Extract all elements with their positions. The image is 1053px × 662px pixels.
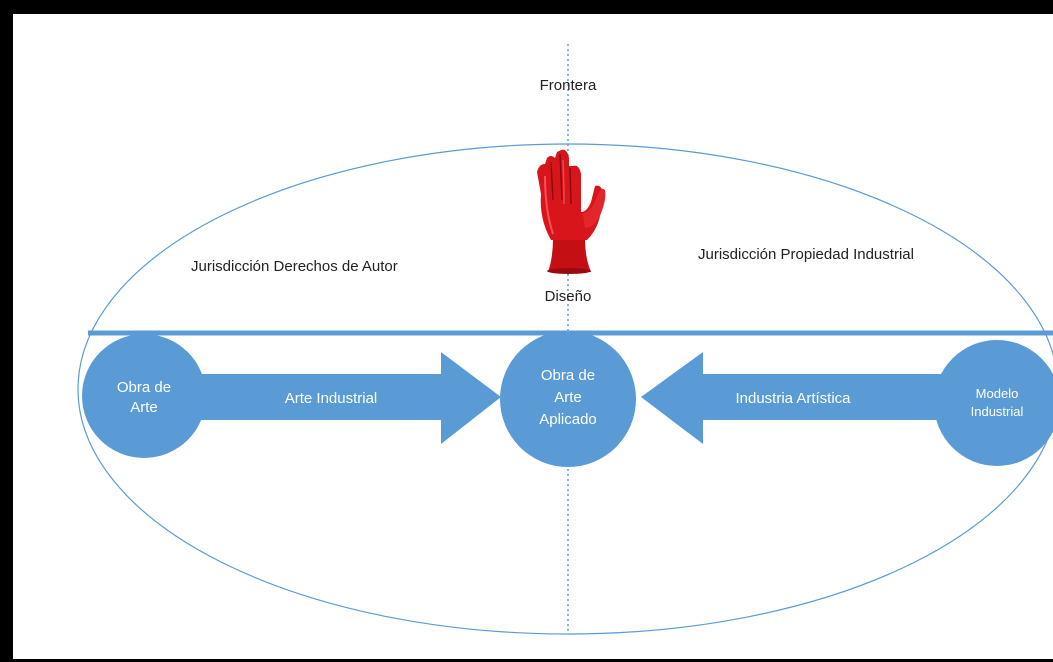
design-caption: Diseño [545, 288, 592, 305]
right-node: Modelo Industrial [934, 340, 1053, 466]
left-arrow-label: Arte Industrial [285, 390, 378, 407]
left-node: Obra de Arte [82, 334, 206, 458]
center-node-line-3: Aplicado [539, 411, 597, 428]
left-arrow: Arte Industrial [193, 352, 501, 444]
center-node-line-1: Obra de [541, 367, 595, 384]
left-region-label: Jurisdicción Derechos de Autor [191, 258, 398, 275]
center-node-line-2: Arte [554, 389, 582, 406]
right-arrow: Industria Artística [641, 352, 943, 444]
center-node: Obra de Arte Aplicado [500, 331, 636, 467]
diagram-svg: Frontera Jurisdicción Derechos de Autor … [77, 44, 1053, 635]
left-node-line-1: Obra de [117, 379, 171, 396]
right-region-label: Jurisdicción Propiedad Industrial [698, 246, 914, 263]
right-arrow-label: Industria Artística [735, 390, 851, 407]
right-node-line-1: Modelo [976, 386, 1019, 401]
red-hand-chair-icon [537, 149, 606, 274]
frontier-label: Frontera [540, 77, 597, 94]
diagram-canvas: Frontera Jurisdicción Derechos de Autor … [13, 14, 1053, 659]
left-node-line-2: Arte [130, 399, 158, 416]
right-node-line-2: Industrial [971, 404, 1024, 419]
